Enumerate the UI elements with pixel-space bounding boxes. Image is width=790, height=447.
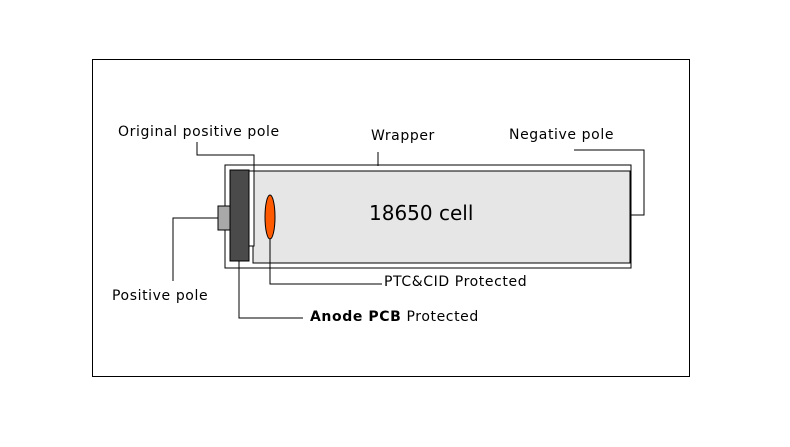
leader-negative — [574, 149, 645, 216]
label-wrapper: Wrapper — [371, 128, 435, 144]
label-anode-pcb-rest: Protected — [406, 309, 479, 325]
label-cell: 18650 cell — [369, 201, 474, 225]
label-ptc-cid: PTC&CID Protected — [384, 274, 528, 290]
original-positive-cap — [248, 170, 255, 247]
leader-anode-pcb — [238, 261, 303, 319]
leader-original-positive — [196, 142, 255, 171]
label-positive-pole: Positive pole — [112, 288, 209, 304]
label-negative-pole: Negative pole — [509, 127, 615, 143]
label-original-positive-pole: Original positive pole — [118, 124, 280, 140]
leader-positive — [172, 217, 218, 281]
label-anode-pcb-bold: Anode PCB — [310, 309, 402, 325]
ptc-cid-element — [264, 194, 276, 240]
cell-body — [252, 170, 631, 264]
leader-ptc — [269, 239, 382, 285]
anode-pcb — [229, 169, 250, 262]
diagram-frame — [92, 59, 690, 377]
positive-terminal — [217, 205, 231, 231]
label-anode-pcb: Anode PCB Protected — [310, 309, 479, 325]
